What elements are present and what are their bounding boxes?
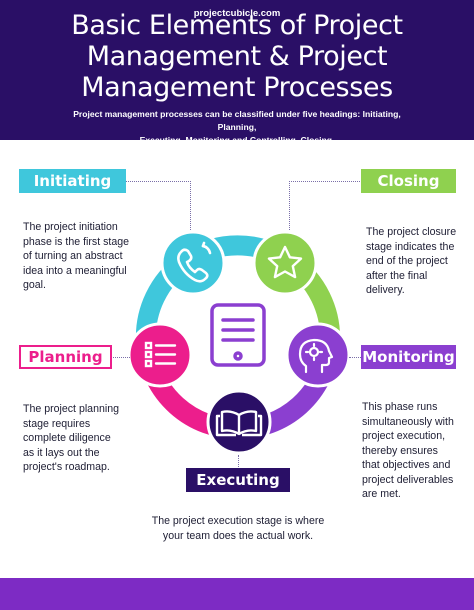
executing-node (206, 389, 272, 455)
monitoring-label: Monitoring (361, 345, 456, 369)
initiating-node (160, 230, 226, 296)
subtitle-line: Executing, Monitoring and Controlling, C… (139, 135, 335, 145)
planning-node (127, 322, 193, 388)
monitoring-node (285, 322, 351, 388)
initiating-label: Initiating (19, 169, 126, 193)
head-gear-icon (298, 338, 334, 374)
planning-label: Planning (19, 345, 112, 369)
checklist-icon (144, 341, 177, 368)
planning-description: The project planning stage requires comp… (23, 403, 119, 473)
connector-monitoring (349, 357, 361, 358)
star-icon (267, 245, 303, 279)
initiating-description: The project initiation phase is the firs… (23, 221, 129, 291)
header-banner (0, 0, 474, 140)
document-tablet-icon (210, 303, 266, 367)
footer-site-link[interactable]: projectcubicle.com (193, 8, 281, 19)
phone-icon (177, 241, 212, 283)
connector-initiating (126, 181, 191, 230)
title-line: Management & Project (86, 41, 388, 72)
monitoring-description: This phase runs simultaneously with proj… (362, 401, 454, 500)
page-subtitle: Project management processes can be clas… (60, 108, 414, 147)
footer-bar (0, 578, 474, 610)
connector-planning (108, 357, 130, 358)
closing-label: Closing (361, 169, 456, 193)
open-book-icon (215, 410, 263, 437)
connector-executing (238, 455, 239, 467)
connector-closing (289, 181, 362, 230)
closing-description: The project closure stage indicates the … (366, 226, 457, 296)
executing-label: Executing (186, 468, 290, 492)
page-title: Basic Elements of Project Management & P… (0, 10, 474, 103)
closing-node (252, 230, 318, 296)
executing-description: The project execution stage is where you… (151, 515, 325, 542)
title-line: Basic Elements of Project (71, 10, 403, 41)
title-line: Management Processes (81, 72, 393, 103)
subtitle-line: Project management processes can be clas… (73, 109, 401, 132)
